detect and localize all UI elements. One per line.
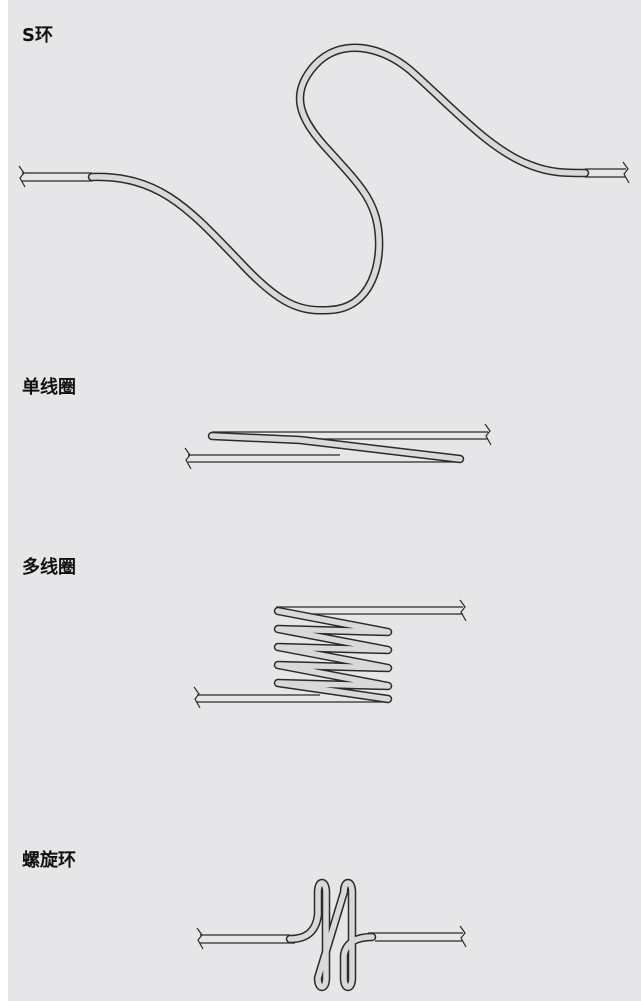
break-mark-right bbox=[459, 925, 467, 948]
break-mark-bottom bbox=[193, 686, 201, 709]
spiral-loop-figure bbox=[196, 878, 467, 992]
spiral-loop-wire bbox=[285, 878, 377, 992]
multi-coil-figure bbox=[193, 599, 467, 709]
multi-coil-label: 多线圈 bbox=[22, 557, 76, 578]
multi-coil-windings bbox=[273, 606, 393, 704]
break-mark-top bbox=[459, 599, 467, 622]
break-mark-bottom bbox=[184, 447, 192, 470]
s-loop-wire bbox=[87, 43, 590, 315]
break-mark-right bbox=[622, 161, 630, 184]
break-mark-left bbox=[196, 927, 204, 950]
single-coil-figure bbox=[184, 423, 492, 470]
spiral-loop-label: 螺旋环 bbox=[22, 850, 76, 871]
break-mark-left bbox=[18, 165, 26, 188]
break-mark-top bbox=[484, 423, 492, 446]
s-loop-figure bbox=[18, 43, 630, 315]
s-loop-label: S环 bbox=[22, 25, 53, 46]
single-coil-label: 单线圈 bbox=[22, 377, 76, 398]
